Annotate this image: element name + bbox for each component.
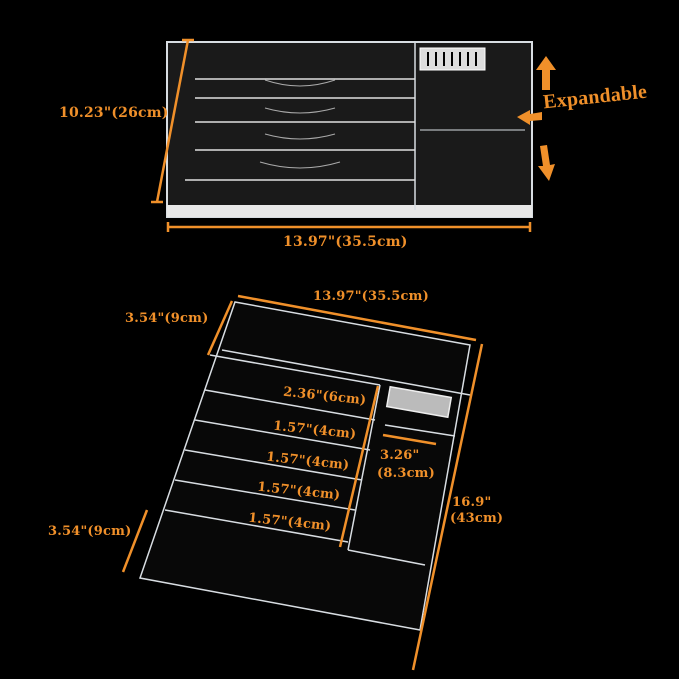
side-width-label-2: (8.3cm) [377,466,435,481]
arrow-up-icon [536,56,556,90]
arrow-down-icon [538,145,555,181]
top-compartment-depth-label: 3.54"(9cm) [125,311,209,326]
bottom-tray [139,301,471,631]
arrow-left-icon [517,110,542,125]
top-height-label: 10.23"(26cm) [59,105,169,121]
length-label-2: (43cm) [450,511,504,526]
top-width-label: 13.97"(35.5cm) [283,234,408,250]
bottom-compartment-depth-label: 3.54"(9cm) [48,524,132,539]
side-width-label-1: 3.26" [380,448,420,463]
length-label-1: 16.9" [452,495,492,510]
top-tray [166,41,533,218]
arrow-group [517,56,556,181]
bottom-width-label: 13.97"(35.5cm) [313,289,429,304]
